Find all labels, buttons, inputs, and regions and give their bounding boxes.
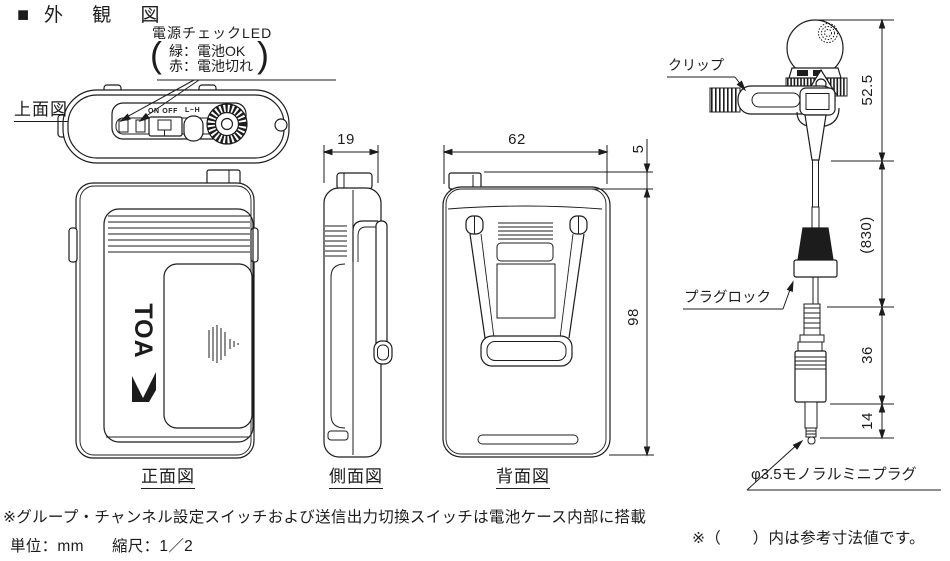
volume-range-label: L~H xyxy=(185,107,201,114)
lavalier-microphone-drawing xyxy=(709,19,848,445)
top-view-drawing xyxy=(57,84,290,164)
dimension-lines xyxy=(322,18,941,491)
power-led-callout-title: 電源チェックLED xyxy=(152,25,273,41)
scale-note: 縮尺：1／2 xyxy=(112,538,194,555)
dim-plug-tip: 14 xyxy=(859,412,876,430)
speaker-mark-icon xyxy=(208,325,239,363)
on-off-switch-label: ON OFF xyxy=(148,108,179,115)
internal-switch-note: ※グループ・チャンネル設定スイッチおよび送信出力切換スイッチは電池ケース内部に搭… xyxy=(3,509,647,526)
mic-mesh-pattern xyxy=(818,23,838,43)
led-green-note: 緑：電池OK xyxy=(169,43,246,59)
front-view-label: 正面図 xyxy=(141,467,195,490)
dim-back-width: 62 xyxy=(508,131,526,148)
clip-label: クリップ xyxy=(668,57,724,73)
side-view-drawing xyxy=(323,172,393,458)
mini-plug-label: φ3.5モノラルミニプラグ xyxy=(751,466,917,483)
side-view-label: 側面図 xyxy=(329,467,383,490)
reference-dimension-note: ※（ ）内は参考寸法値です。 xyxy=(692,530,925,547)
page-title: 外 観 図 xyxy=(44,5,172,26)
dim-side-width: 19 xyxy=(337,131,355,148)
toa-brand-logo: TOA xyxy=(129,303,157,359)
dim-mic-head: 52.5 xyxy=(859,74,876,106)
unit-note: 単位：mm xyxy=(10,538,84,555)
top-view-label: 上面図 xyxy=(14,100,68,123)
callout-paren-close: ) xyxy=(257,34,269,75)
toa-logo-mark-icon xyxy=(132,372,156,402)
callout-paren-open: ( xyxy=(150,34,162,75)
led-red-note: 赤：電池切れ xyxy=(169,58,253,74)
back-view-label: 背面図 xyxy=(496,467,550,490)
dim-body-height: 98 xyxy=(625,308,642,326)
dim-plug-body: 36 xyxy=(859,346,876,364)
dim-cable-length: (830) xyxy=(858,216,875,254)
title-bullet-icon: ■ xyxy=(17,4,30,26)
front-view-drawing xyxy=(68,169,259,459)
led-callout-leaders xyxy=(119,79,336,122)
back-view-drawing xyxy=(442,172,611,458)
dim-antenna-height: 5 xyxy=(630,144,647,154)
plug-lock-label: プラグロック xyxy=(684,290,771,306)
